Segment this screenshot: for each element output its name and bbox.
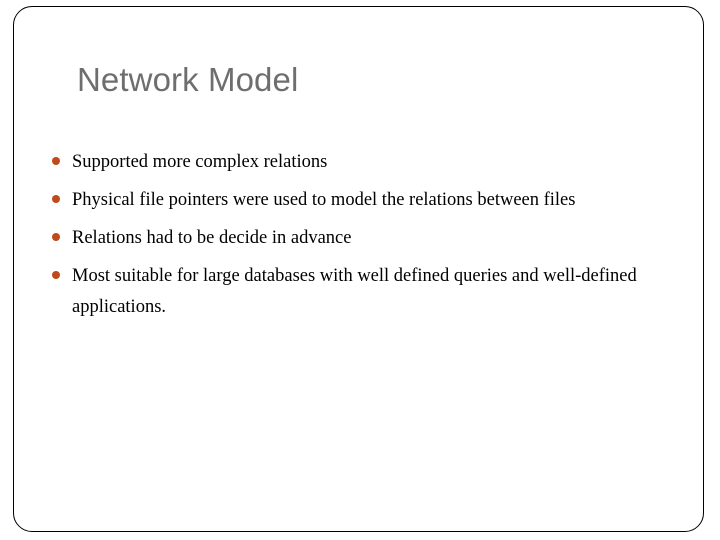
list-item: Most suitable for large databases with w… — [50, 261, 675, 323]
list-item: Relations had to be decide in advance — [50, 223, 675, 254]
bullet-dot-icon — [52, 157, 60, 165]
list-item-label: Most suitable for large databases with w… — [72, 266, 637, 317]
list-item-label: Relations had to be decide in advance — [72, 228, 352, 248]
list-item-label: Supported more complex relations — [72, 152, 328, 172]
page-title: Network Model — [77, 61, 299, 98]
bullet-dot-icon — [52, 271, 60, 279]
bullet-list: Supported more complex relations Physica… — [50, 147, 675, 330]
list-item-label: Physical file pointers were used to mode… — [72, 190, 576, 210]
list-item: Supported more complex relations — [50, 147, 675, 178]
bullet-dot-icon — [52, 233, 60, 241]
list-item: Physical file pointers were used to mode… — [50, 185, 675, 216]
bullet-dot-icon — [52, 195, 60, 203]
